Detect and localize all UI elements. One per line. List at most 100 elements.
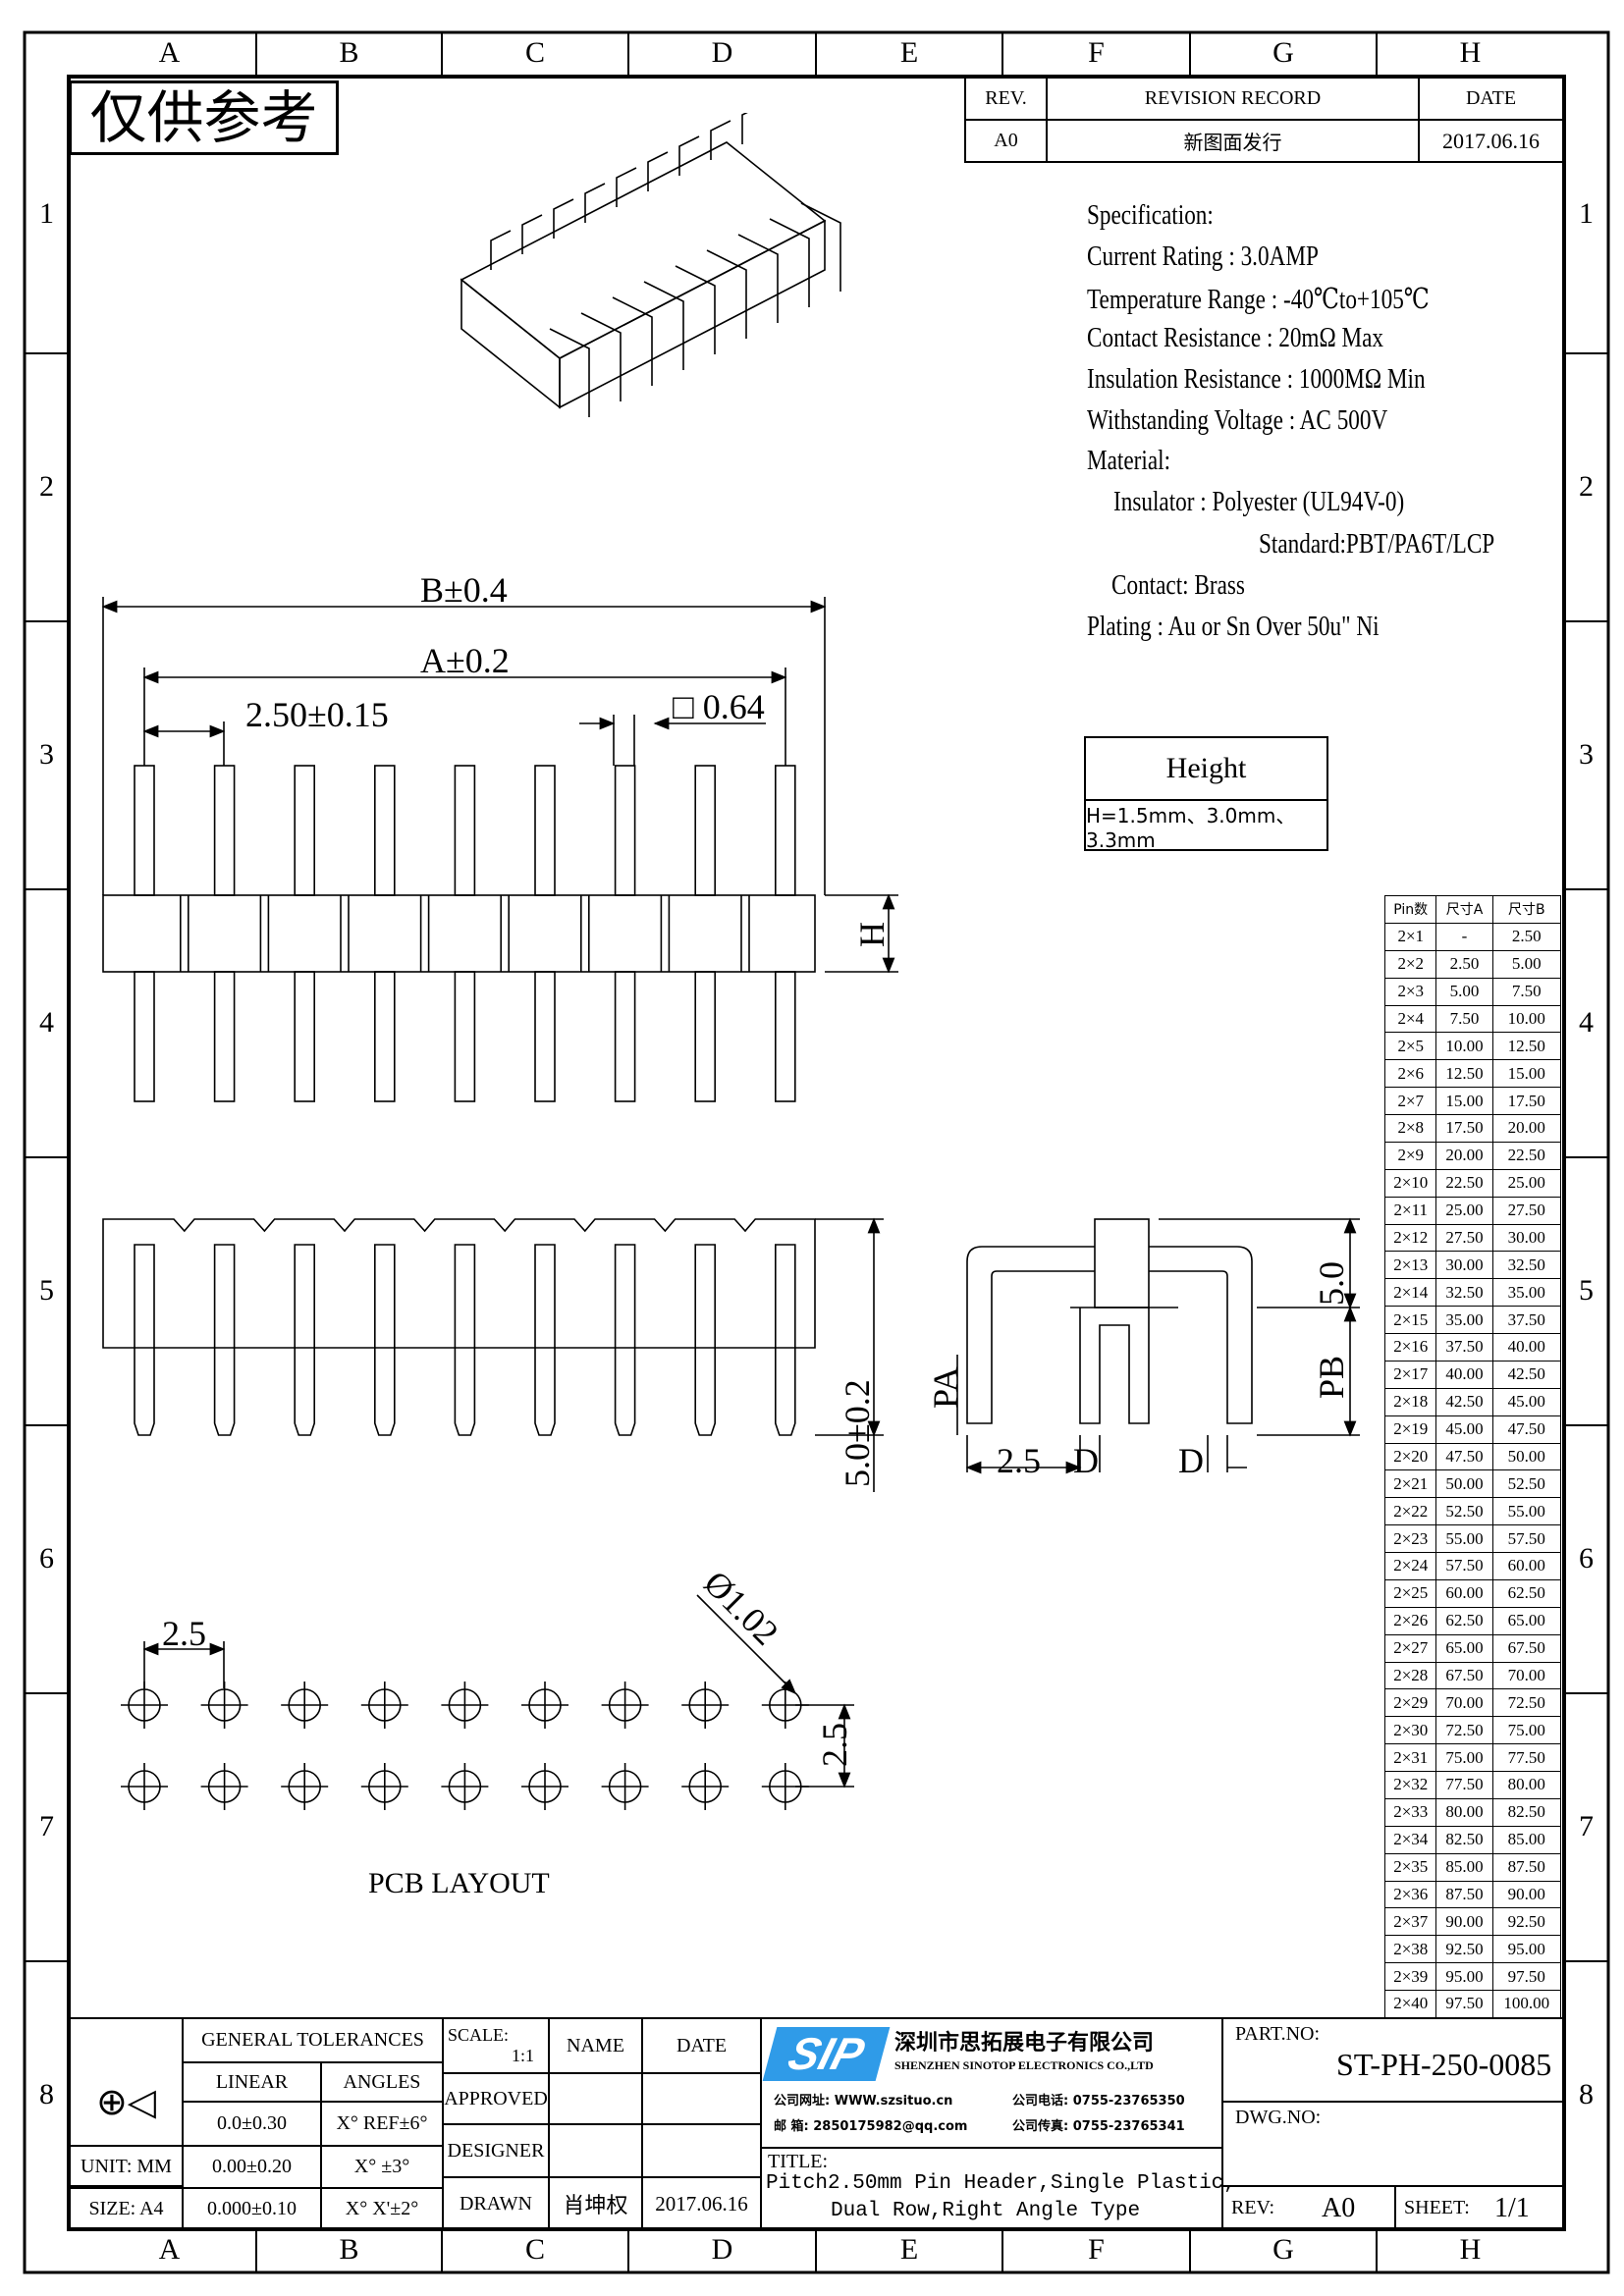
size-a: - — [1435, 922, 1493, 951]
iso-pin — [675, 265, 716, 354]
row-label: 1 — [39, 197, 54, 230]
column-label: F — [1088, 36, 1105, 69]
size-b: 47.50 — [1491, 1415, 1562, 1444]
spec-line: Contact: Brass — [1111, 569, 1245, 601]
pin-count: 2×16 — [1383, 1333, 1437, 1362]
date-header: DATE — [641, 2017, 762, 2074]
drawn-date: 2017.06.16 — [641, 2176, 762, 2231]
size-b: 92.50 — [1491, 1907, 1562, 1937]
linear-tol-2: 0.00±0.20 — [182, 2145, 322, 2189]
rev-value: A0 — [1322, 2193, 1356, 2223]
sheet-cell: SHEET: 1/1 — [1394, 2185, 1564, 2231]
size-b: 100.00 — [1491, 1990, 1562, 2018]
size-a-header: 尺寸A — [1435, 895, 1493, 924]
spec-line: Temperature Range : -40℃to+105℃ — [1087, 284, 1430, 315]
row-label: 4 — [39, 1005, 54, 1039]
dim-a: A±0.2 — [420, 641, 510, 680]
name-header: NAME — [548, 2017, 643, 2074]
pin-count: 2×20 — [1383, 1442, 1437, 1471]
size-a: 15.00 — [1435, 1087, 1493, 1115]
pin-count: 2×3 — [1383, 977, 1437, 1006]
pin — [134, 971, 155, 1102]
pin-count: 2×34 — [1383, 1825, 1437, 1854]
revision-date: 2017.06.16 — [1418, 119, 1564, 163]
column-label: B — [339, 2233, 359, 2266]
dim-h: H — [852, 922, 892, 947]
dim-b: B±0.4 — [420, 570, 508, 610]
dim-pb: PB — [1312, 1356, 1351, 1399]
spec-line: Current Rating : 3.0AMP — [1087, 240, 1319, 272]
sheet-label: SHEET: — [1404, 2197, 1470, 2218]
size-b: 87.50 — [1491, 1852, 1562, 1882]
size-a: 90.00 — [1435, 1907, 1493, 1937]
column-label: D — [711, 36, 733, 69]
column-label: H — [1459, 2233, 1482, 2266]
pin-count: 2×26 — [1383, 1606, 1437, 1635]
size-a: 40.00 — [1435, 1360, 1493, 1389]
size-a: 20.00 — [1435, 1141, 1493, 1170]
row-label: 6 — [39, 1541, 54, 1575]
size-b: 27.50 — [1491, 1196, 1562, 1225]
iso-pin — [710, 120, 731, 160]
angle-tol-2: X° ±3° — [320, 2145, 444, 2189]
size-a: 25.00 — [1435, 1196, 1493, 1225]
size-a: 60.00 — [1435, 1578, 1493, 1608]
tail-pin — [694, 1244, 716, 1436]
size-b: 35.00 — [1491, 1278, 1562, 1308]
size-b: 67.50 — [1491, 1633, 1562, 1663]
size-a: 77.50 — [1435, 1771, 1493, 1799]
iso-pin — [490, 230, 512, 270]
reference-only-stamp: 仅供参考 — [69, 80, 339, 155]
size-a: 55.00 — [1435, 1524, 1493, 1553]
column-label: D — [711, 2233, 733, 2266]
pin — [294, 971, 316, 1102]
pin-count: 2×2 — [1383, 949, 1437, 979]
iso-pin — [612, 296, 653, 386]
unit-label: UNIT: MM — [69, 2145, 184, 2189]
pin-count: 2×22 — [1383, 1497, 1437, 1526]
pin — [213, 971, 236, 1102]
size-b: 37.50 — [1491, 1306, 1562, 1334]
linear-label: LINEAR — [182, 2061, 322, 2103]
part-no-cell: PART.NO: ST-PH-250-0085 — [1221, 2017, 1564, 2103]
iso-pin — [584, 183, 606, 223]
size-b: 7.50 — [1491, 977, 1562, 1006]
pin — [373, 971, 396, 1102]
size-a: 17.50 — [1435, 1114, 1493, 1143]
pin — [774, 971, 796, 1102]
column-label: F — [1088, 2233, 1105, 2266]
size-b: 10.00 — [1491, 1004, 1562, 1034]
size-b: 55.00 — [1491, 1497, 1562, 1526]
scale-value: 1:1 — [511, 2046, 534, 2065]
pin-count: 2×15 — [1383, 1306, 1437, 1334]
size-a: 52.50 — [1435, 1497, 1493, 1526]
size-label: SIZE: A4 — [69, 2187, 184, 2231]
pin-count: 2×7 — [1383, 1087, 1437, 1115]
size-b: 32.50 — [1491, 1251, 1562, 1280]
column-label: G — [1272, 36, 1294, 69]
spec-line: Insulator : Polyester (UL94V-0) — [1113, 486, 1405, 517]
iso-pin — [678, 135, 700, 176]
pin-count: 2×36 — [1383, 1880, 1437, 1909]
size-b: 52.50 — [1491, 1469, 1562, 1499]
size-b: 57.50 — [1491, 1524, 1562, 1553]
designer-name — [548, 2123, 643, 2178]
pin-count: 2×32 — [1383, 1771, 1437, 1799]
angle-tol-3: X° X'±2° — [320, 2187, 444, 2231]
iso-pin — [616, 167, 637, 207]
scale-label: SCALE: — [448, 2025, 510, 2045]
dim-side-5: 5.0 — [1312, 1261, 1351, 1306]
column-label: A — [158, 36, 181, 69]
iso-pin — [549, 328, 590, 417]
